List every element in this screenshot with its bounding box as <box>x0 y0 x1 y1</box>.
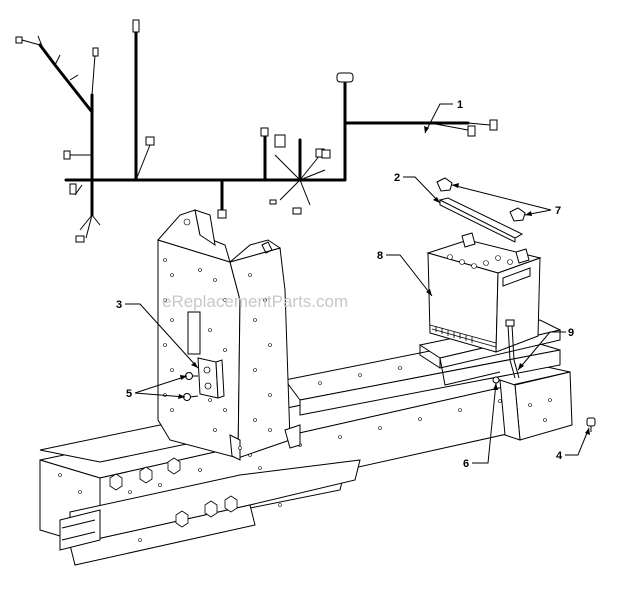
frame-rails <box>39 334 573 566</box>
callout-3: 3 <box>116 299 122 311</box>
wing-nuts <box>436 177 526 222</box>
hold-down-bar <box>438 197 524 243</box>
mounting-bracket <box>197 357 225 399</box>
callout-4: 4 <box>556 450 563 462</box>
lock-nut <box>492 376 500 384</box>
battery-cable <box>505 319 520 379</box>
callouts: 1 2 3 4 5 6 7 8 9 <box>116 99 574 470</box>
watermark-text: eReplacementParts.com <box>162 292 348 311</box>
wire-harness <box>15 19 498 243</box>
callout-9: 9 <box>568 327 574 339</box>
callout-5: 5 <box>126 388 132 400</box>
callout-6: 6 <box>463 458 469 470</box>
leader-lines <box>125 103 590 464</box>
callout-7: 7 <box>555 205 561 217</box>
upright-bulkhead <box>157 209 301 461</box>
callout-2: 2 <box>394 172 400 184</box>
battery <box>426 232 542 353</box>
callout-1: 1 <box>457 99 463 111</box>
screw <box>586 417 596 432</box>
callout-8: 8 <box>377 250 383 262</box>
